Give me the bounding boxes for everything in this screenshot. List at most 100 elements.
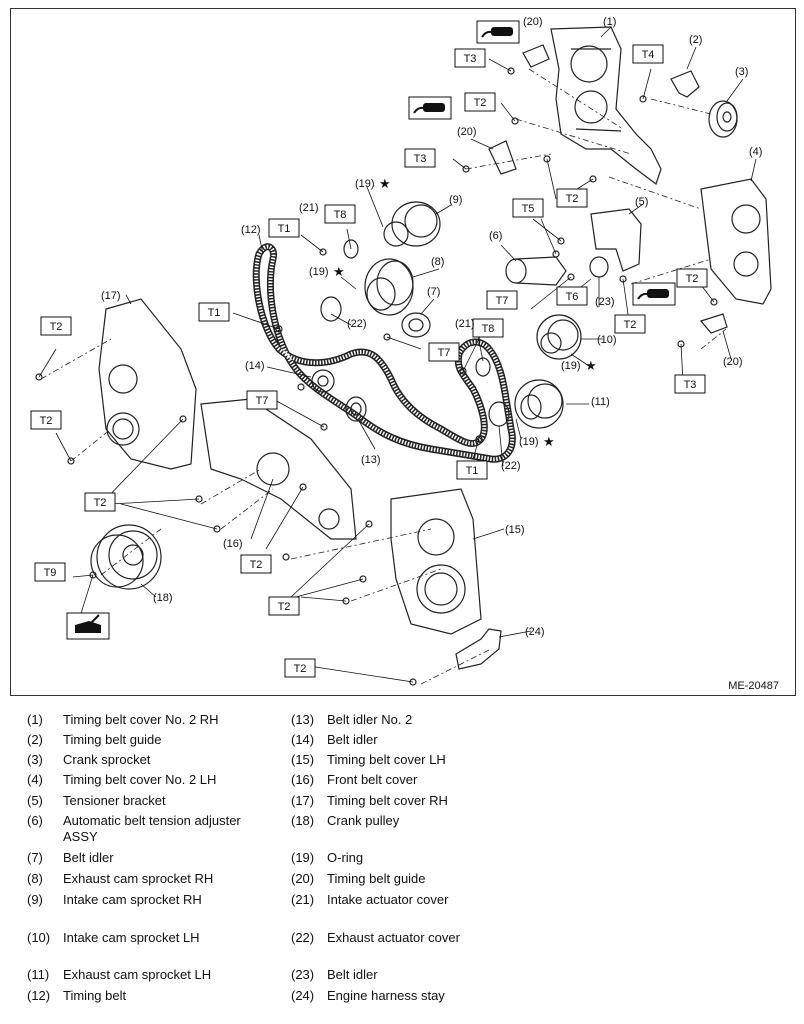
torque-spec-t2: T2	[240, 554, 272, 574]
callout-19: (19)	[561, 360, 581, 372]
legend-part-name: Intake cam sprocket LH	[63, 930, 200, 945]
torque-spec-t2: T2	[268, 596, 300, 616]
legend-part-name: Intake cam sprocket RH	[63, 892, 202, 907]
legend-part-name: Timing belt cover No. 2 RH	[63, 712, 219, 727]
callout-22: (22)	[347, 318, 367, 330]
legend-number: (14)	[291, 732, 315, 747]
belt-idler-no2	[345, 396, 367, 422]
callout-2: (2)	[689, 34, 702, 46]
star-icon: ★	[379, 177, 391, 192]
torque-spec-t3: T3	[454, 48, 486, 68]
legend-number: (22)	[291, 930, 315, 945]
callout-11: (11)	[591, 396, 610, 408]
belt-tension-adjuster	[505, 256, 609, 286]
torque-spec-t2: T2	[30, 410, 62, 430]
legend-number: (21)	[291, 892, 315, 907]
torque-spec-t1: T1	[198, 302, 230, 322]
callout-4: (4)	[749, 146, 762, 158]
legend-item: (24)Engine harness stay	[291, 988, 541, 1024]
crank-pulley	[90, 524, 162, 590]
diagram-canvas: T3T2T3T4T5T2T1T8T1T7T7T6T2T2T3T8T7T1T2T2…	[30, 16, 779, 692]
legend-number: (5)	[27, 793, 43, 808]
legend-number: (2)	[27, 732, 43, 747]
legend-item: (23)Belt idler	[291, 967, 541, 1003]
timing-belt-guide-upper	[670, 70, 700, 98]
legend-part-name: Exhaust actuator cover	[327, 930, 460, 945]
leader-lines	[38, 26, 757, 683]
torque-label: T2	[474, 97, 487, 109]
legend-number: (23)	[291, 967, 315, 982]
intake-cam-sprocket-rh	[383, 201, 441, 247]
torque-label: T1	[278, 223, 291, 235]
star-icon: ★	[585, 359, 597, 374]
legend-part-name: Belt idler	[63, 850, 114, 865]
torque-spec-t2: T2	[556, 188, 588, 208]
torque-spec-t7: T7	[246, 390, 278, 410]
torque-spec-t2: T2	[40, 316, 72, 336]
legend-part-name: Timing belt cover RH	[327, 793, 448, 808]
legend-item: (7)Belt idler	[27, 850, 277, 886]
torque-label: T2	[250, 559, 263, 571]
torque-spec-t7: T7	[486, 290, 518, 310]
part-callouts: (20)(1)(2)(3)(4)(20)(19)★(9)(21)(12)(5)(…	[101, 16, 762, 638]
legend-item: (2)Timing belt guide	[27, 732, 277, 768]
liquid-gasket-icon	[476, 20, 520, 44]
torque-label: T8	[482, 323, 495, 335]
torque-label: T5	[522, 203, 535, 215]
legend-number: (4)	[27, 772, 43, 787]
torque-label: T2	[566, 193, 579, 205]
crank-sprocket	[708, 100, 738, 138]
legend-part-name: Crank sprocket	[63, 752, 151, 767]
front-belt-cover	[200, 398, 357, 540]
torque-spec-t4: T4	[632, 44, 664, 64]
legend-item: (6)Automatic belt tension adjuster ASSY	[27, 813, 277, 849]
legend-item: (22) Exhaust actuator cover	[291, 930, 541, 966]
legend-item: (14) Belt idler	[291, 732, 541, 768]
callout-24: (24)	[525, 626, 545, 638]
intake-cam-sprocket-lh	[536, 314, 582, 360]
legend-item: (1)Timing belt cover No. 2 RH	[27, 712, 277, 748]
torque-spec-t1: T1	[456, 460, 488, 480]
torque-label: T2	[294, 663, 307, 675]
callout-20: (20)	[723, 356, 743, 368]
callout-1: (1)	[603, 16, 616, 28]
callout-21: (21)	[455, 318, 475, 330]
legend-part-name: Belt idler	[327, 732, 378, 747]
legend-item: (15)Timing belt cover LH	[291, 752, 541, 788]
torque-label: T3	[464, 53, 477, 65]
belt-idler-7	[401, 312, 431, 338]
legend-item: (8) Exhaust cam sprocket RH	[27, 871, 277, 907]
callout-19: (19)	[309, 266, 329, 278]
legend-part-name: Exhaust cam sprocket RH	[63, 871, 214, 886]
legend-number: (24)	[291, 988, 315, 1003]
torque-label: T3	[414, 153, 427, 165]
legend-number: (13)	[291, 712, 315, 727]
legend-number: (8)	[27, 871, 43, 886]
legend-number: (20)	[291, 871, 315, 886]
legend-number: (17)	[291, 793, 315, 808]
callout-9: (9)	[449, 194, 462, 206]
legend-part-name: O-ring	[327, 850, 364, 865]
legend-part-name: Automatic belt tension adjuster ASSY	[63, 813, 241, 844]
legend-part-name: Timing belt	[63, 988, 127, 1003]
tensioner-bracket	[590, 208, 642, 272]
torque-spec-t8: T8	[324, 204, 356, 224]
torque-label: T7	[496, 295, 509, 307]
callout-21: (21)	[299, 202, 319, 214]
legend-part-name: Front belt cover	[327, 772, 418, 787]
torque-label: T3	[684, 379, 697, 391]
belt-idler-14	[311, 369, 335, 393]
legend-part-name: Crank pulley	[327, 813, 400, 828]
torque-spec-t9: T9	[34, 562, 66, 582]
torque-spec-t2: T2	[464, 92, 496, 112]
callout-10: (10)	[597, 334, 617, 346]
parts-legend: (1)Timing belt cover No. 2 RH(2)Timing b…	[0, 700, 804, 1010]
legend-part-name: Timing belt guide	[327, 871, 426, 886]
callout-6: (6)	[489, 230, 502, 242]
torque-spec-t6: T6	[556, 286, 588, 306]
legend-part-name: Exhaust cam sprocket LH	[63, 967, 212, 982]
legend-part-name: Timing belt cover No. 2 LH	[63, 772, 217, 787]
legend-number: (3)	[27, 752, 43, 767]
